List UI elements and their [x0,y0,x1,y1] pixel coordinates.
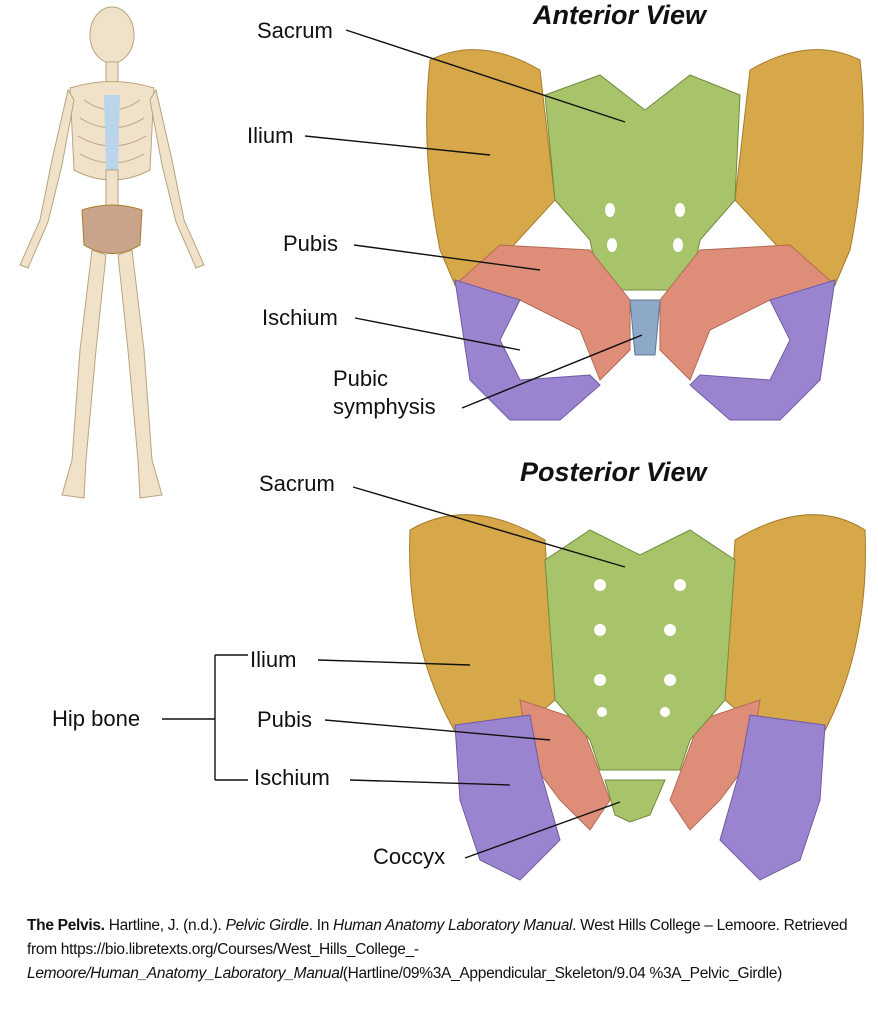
posterior-view-title: Posterior View [520,457,709,487]
hip-bone-bracket [162,654,248,781]
ilium-right [734,49,864,286]
caption-author: Hartline, J. (n.d.). [104,917,226,934]
ilium-left [426,49,556,286]
label-ischium: Ischium [254,765,330,790]
coccyx [604,779,666,823]
label-symphysis: symphysis [333,394,436,419]
posterior-pelvis [409,514,866,881]
caption-url-italic: Lemoore/Human_Anatomy_Laboratory_Manual [27,965,343,982]
caption-url-rest: (Hartline/09%3A_Appendicular_Skeleton/9.… [342,965,783,982]
ischium-left [454,714,561,881]
label-ilium: Ilium [247,123,293,148]
label-pubis: Pubis [257,707,312,732]
caption-book: Human Anatomy Laboratory Manual [333,917,573,934]
label-ilium: Ilium [250,647,296,672]
skeleton-illustration [19,6,205,499]
ischium-left [454,279,601,421]
caption-title: The Pelvis. [27,917,105,934]
label-sacrum: Sacrum [257,18,333,43]
caption-source: . West Hills College – Lemoore. Retrieve… [27,917,848,958]
ischium-right [689,279,836,421]
caption-work: Pelvic Girdle [225,917,309,934]
posterior-labels: Sacrum Hip bone Ilium Pubis Ischium Cocc… [52,471,626,869]
anterior-labels: Sacrum Ilium Pubis Ischium Pubic symphys… [247,18,643,419]
figure-caption: The Pelvis. Hartline, J. (n.d.). Pelvic … [27,914,867,986]
ischium-right [719,714,826,881]
caption-in: . In [308,917,334,934]
anterior-pelvis [426,49,864,421]
label-pubic: Pubic [333,366,388,391]
sacrum [544,74,741,291]
label-pubis: Pubis [283,231,338,256]
label-ischium: Ischium [262,305,338,330]
label-coccyx: Coccyx [373,844,445,869]
sacrum [544,529,736,771]
pubic-symphysis [629,299,661,356]
pelvis-diagram: Anterior View Sacrum Ilium Pubis Ischium… [19,0,866,881]
label-hip-bone: Hip bone [52,706,140,731]
anterior-view-title: Anterior View [532,0,708,30]
label-sacrum: Sacrum [259,471,335,496]
